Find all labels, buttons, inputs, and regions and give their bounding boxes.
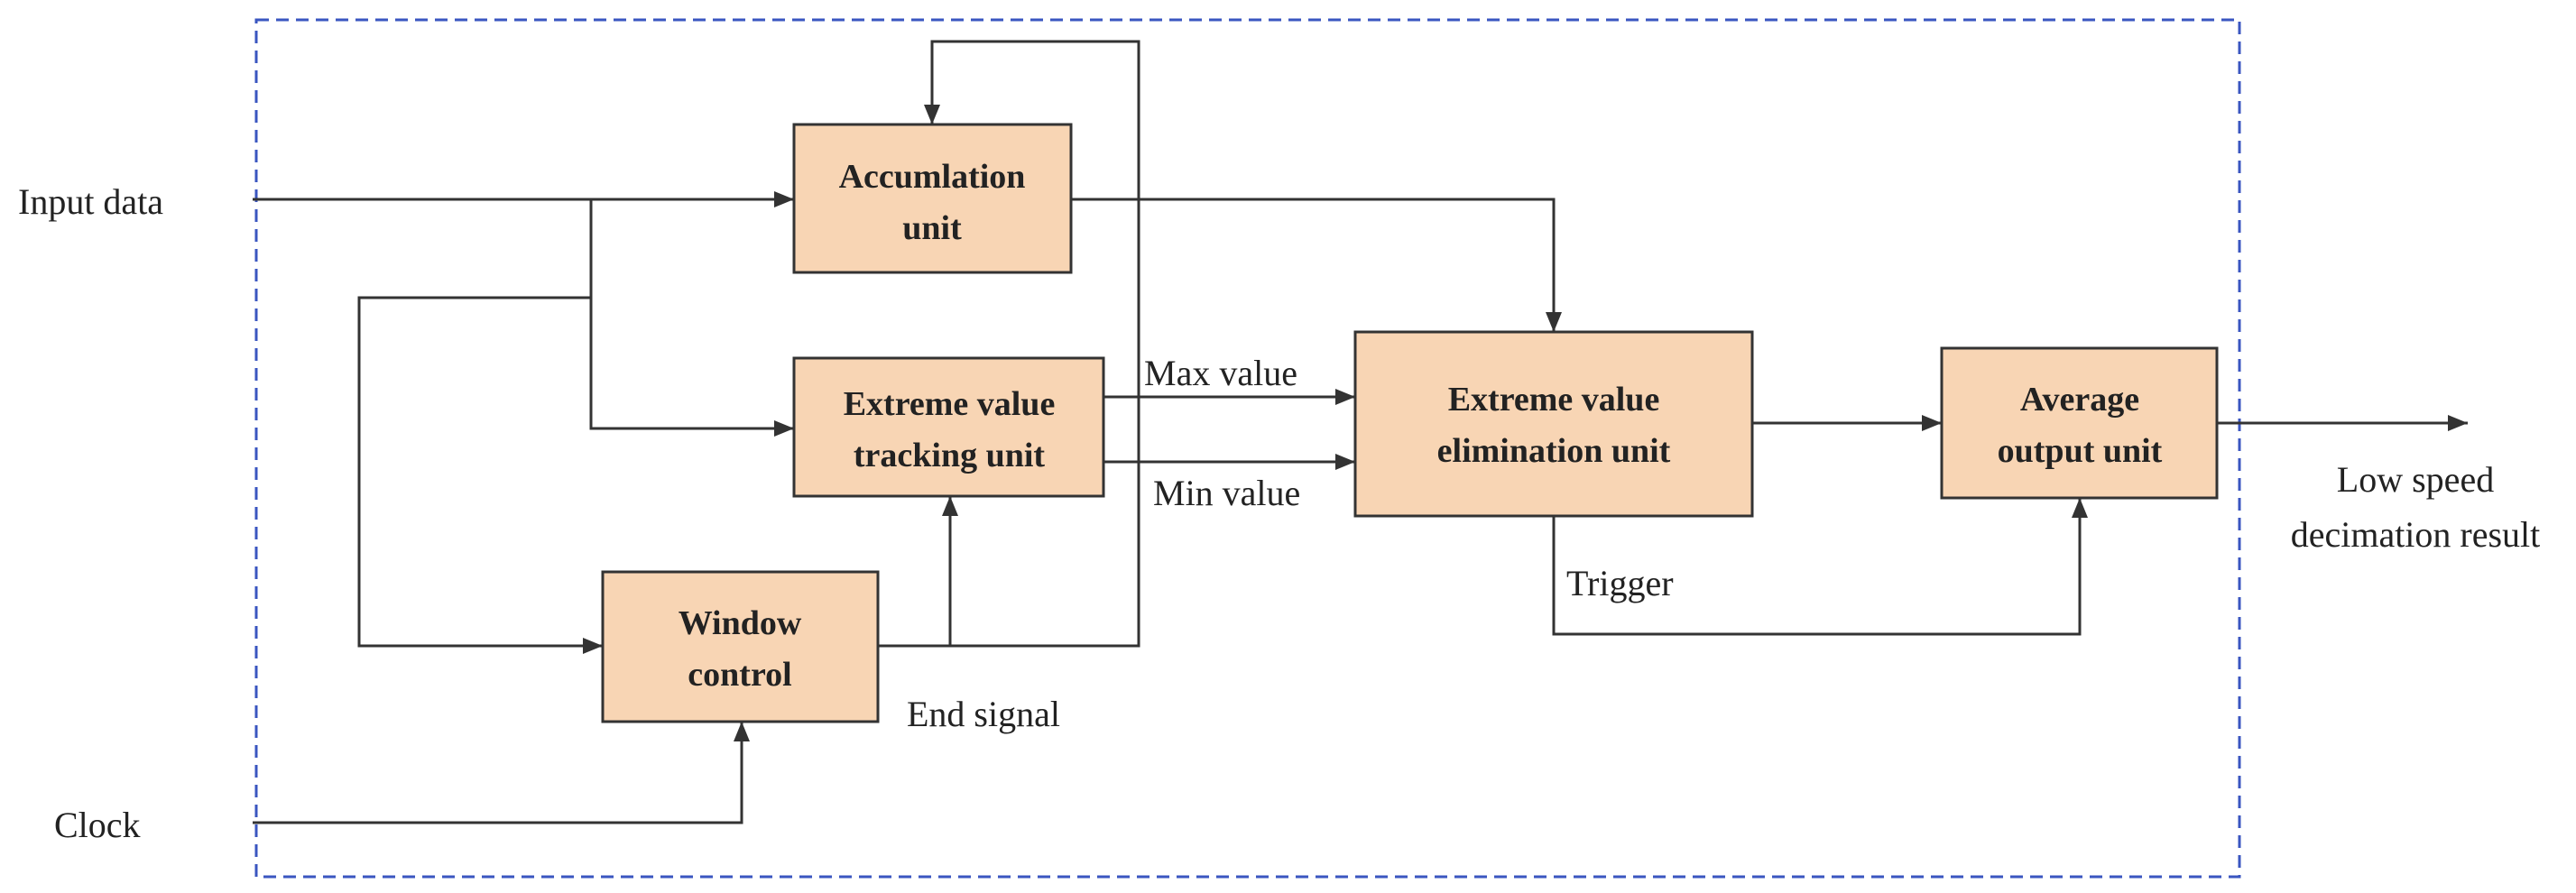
wire-clock-to-window [253,722,750,824]
elimination-unit-line2: elimination unit [1437,432,1671,470]
output-label-line1: Low speed [2337,459,2494,500]
tracking-unit-line2: tracking unit [854,437,1046,474]
extreme-value-tracking-unit: Extreme value tracking unit [792,356,1105,498]
window-control-unit: Window control [601,570,880,723]
tracking-unit-line1: Extreme value [844,385,1056,423]
wire-input-to-tracking [589,199,794,437]
wire-input-to-window [357,296,603,654]
accumulation-unit-line1: Accumlation [839,158,1026,196]
wire-window-to-tracking [878,496,958,648]
end-signal-label: End signal [907,694,1060,734]
trigger-label: Trigger [1566,563,1674,603]
elimination-unit-line1: Extreme value [1448,381,1660,419]
wire-trigger [1552,498,2088,636]
output-label-line2: decimation result [2291,514,2541,555]
average-unit-line1: Average [2020,381,2139,419]
extreme-value-elimination-unit: Extreme value elimination unit [1353,330,1754,518]
window-control-line1: Window [679,604,802,642]
average-output-unit: Average output unit [1940,346,2219,500]
system-boundary [254,18,2241,879]
wire-end-signal-feedback [924,40,1140,648]
average-unit-line2: output unit [1998,432,2163,470]
accumulation-unit: Accumlation unit [792,123,1073,274]
wire-accumulation-to-elimination [1071,198,1562,332]
accumulation-unit-line2: unit [902,209,962,247]
input-data-label: Input data [18,181,163,222]
clock-label: Clock [54,805,141,845]
min-value-label: Min value [1153,473,1300,513]
max-value-label: Max value [1144,353,1297,393]
window-control-line2: control [688,656,791,694]
